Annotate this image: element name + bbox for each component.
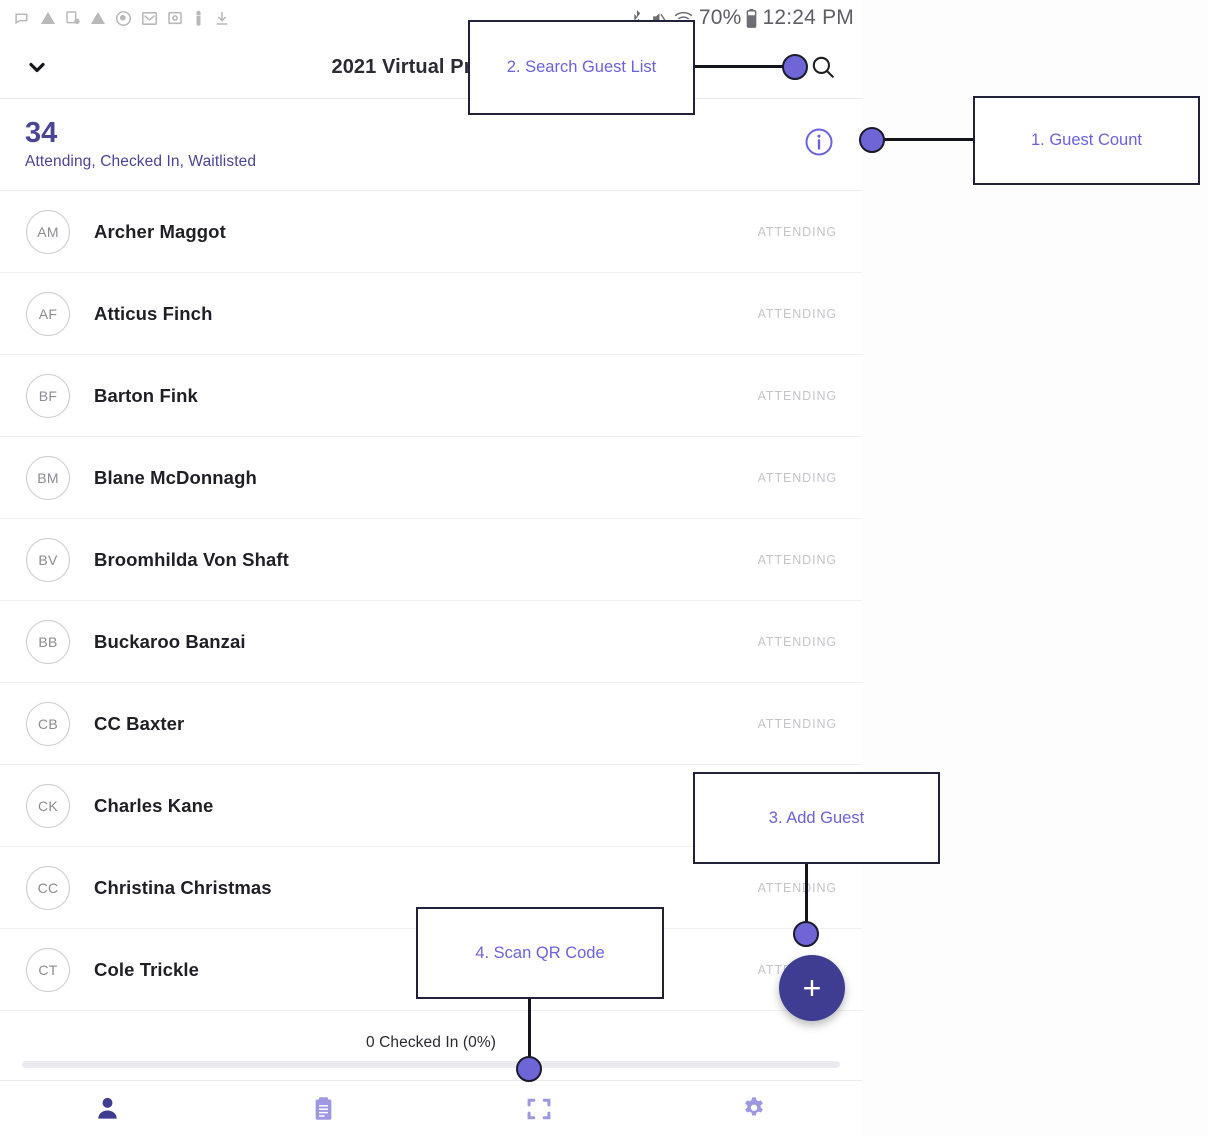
- guest-name: Christina Christmas: [94, 876, 272, 898]
- annotation-leader-1: [880, 138, 976, 141]
- annotation-label-3: 3. Add Guest: [768, 808, 865, 827]
- battery-percent: 70%: [698, 6, 742, 29]
- chevron-down-icon[interactable]: [0, 55, 74, 79]
- guest-row[interactable]: CB CC Baxter ATTENDING: [0, 683, 862, 765]
- search-icon[interactable]: [784, 54, 862, 80]
- annotation-callout-search[interactable]: 2. Search Guest List: [468, 20, 695, 115]
- guest-name: CC Baxter: [94, 712, 185, 734]
- guest-name: Barton Fink: [94, 384, 198, 406]
- chat-bubble-icon: [14, 10, 31, 27]
- guest-row[interactable]: BF Barton Fink ATTENDING: [0, 355, 862, 437]
- avatar: CB: [26, 701, 70, 746]
- check-in-progress: 0 Checked In (0%): [0, 1026, 862, 1081]
- nav-item-guests[interactable]: [0, 1095, 216, 1122]
- annotation-callout-add-guest[interactable]: 3. Add Guest: [693, 772, 940, 864]
- status-badge: ATTENDING: [757, 634, 837, 649]
- warning-icon: [40, 10, 56, 26]
- nav-item-settings[interactable]: [647, 1095, 863, 1123]
- person-icon: [94, 1095, 121, 1122]
- check-in-progress-label: 0 Checked In (0%): [365, 1034, 497, 1051]
- guest-name: Blane McDonnagh: [94, 466, 257, 488]
- avatar: BV: [26, 537, 70, 582]
- avatar: AF: [26, 291, 70, 336]
- status-badge: ATTENDING: [757, 552, 837, 567]
- status-bar-notification-icons: [14, 10, 230, 27]
- annotation-label-4: 4. Scan QR Code: [475, 943, 605, 962]
- status-badge: ATTENDING: [757, 470, 837, 485]
- tablet-sync-icon: [65, 10, 81, 26]
- nav-item-agenda[interactable]: [216, 1095, 432, 1122]
- status-badge: ATTENDING: [757, 880, 837, 895]
- qr-scan-icon: [525, 1095, 553, 1123]
- status-badge: ATTENDING: [757, 306, 837, 321]
- clock-time: 12:24 PM: [762, 6, 854, 29]
- guest-count-summary: 34 Attending, Checked In, Waitlisted: [0, 99, 862, 191]
- avatar: CK: [26, 783, 70, 828]
- record-icon: [115, 10, 132, 27]
- status-bar: 70% 12:24 PM: [0, 0, 862, 36]
- guest-row[interactable]: BB Buckaroo Banzai ATTENDING: [0, 601, 862, 683]
- avatar: AM: [26, 209, 70, 254]
- plus-icon: +: [802, 970, 822, 1006]
- usb-icon: [192, 10, 205, 27]
- guest-row[interactable]: AF Atticus Finch ATTENDING: [0, 273, 862, 355]
- annotation-callout-scan-qr[interactable]: 4. Scan QR Code: [416, 907, 664, 999]
- annotation-label-1: 1. Guest Count: [1031, 131, 1142, 150]
- guest-row[interactable]: BV Broomhilda Von Shaft ATTENDING: [0, 519, 862, 601]
- battery-icon: [746, 8, 757, 28]
- clipboard-icon: [310, 1095, 337, 1122]
- avatar: BF: [26, 373, 70, 418]
- status-badge: ATTENDING: [757, 716, 837, 731]
- avatar: BM: [26, 455, 70, 500]
- status-badge: ATTENDING: [757, 388, 837, 403]
- guest-name: Broomhilda Von Shaft: [94, 548, 289, 570]
- guest-count-subtitle: Attending, Checked In, Waitlisted: [25, 152, 257, 170]
- guest-count-value: 34: [25, 117, 58, 150]
- guest-name: Charles Kane: [94, 794, 214, 816]
- download-icon: [214, 10, 230, 26]
- status-bar-system-icons: 70% 12:24 PM: [630, 6, 854, 30]
- guest-name: Atticus Finch: [94, 302, 213, 324]
- guest-name: Cole Trickle: [94, 958, 200, 980]
- screenshot-icon: [167, 10, 183, 26]
- avatar: CC: [26, 865, 70, 910]
- guest-row[interactable]: BM Blane McDonnagh ATTENDING: [0, 437, 862, 519]
- app-bar: 2021 Virtual Product: [0, 36, 862, 99]
- guest-count-block: 34 Attending, Checked In, Waitlisted: [25, 118, 256, 170]
- gmail-icon: [141, 10, 158, 27]
- progress-track: [22, 1061, 840, 1068]
- info-icon[interactable]: [804, 127, 834, 162]
- bottom-navigation: [0, 1081, 862, 1136]
- avatar: CT: [26, 947, 70, 992]
- warning-icon: [90, 10, 106, 26]
- annotation-label-2: 2. Search Guest List: [506, 58, 657, 77]
- status-badge: ATTENDING: [757, 224, 837, 239]
- annotation-callout-guest-count[interactable]: 1. Guest Count: [973, 96, 1200, 185]
- guest-name: Buckaroo Banzai: [94, 630, 246, 652]
- annotation-marker-1: [859, 127, 885, 153]
- avatar: BB: [26, 619, 70, 664]
- gear-icon: [740, 1095, 768, 1123]
- guest-name: Archer Maggot: [94, 220, 226, 242]
- nav-item-scan[interactable]: [431, 1095, 647, 1123]
- guest-row[interactable]: AM Archer Maggot ATTENDING: [0, 191, 862, 273]
- add-guest-fab[interactable]: +: [779, 955, 845, 1021]
